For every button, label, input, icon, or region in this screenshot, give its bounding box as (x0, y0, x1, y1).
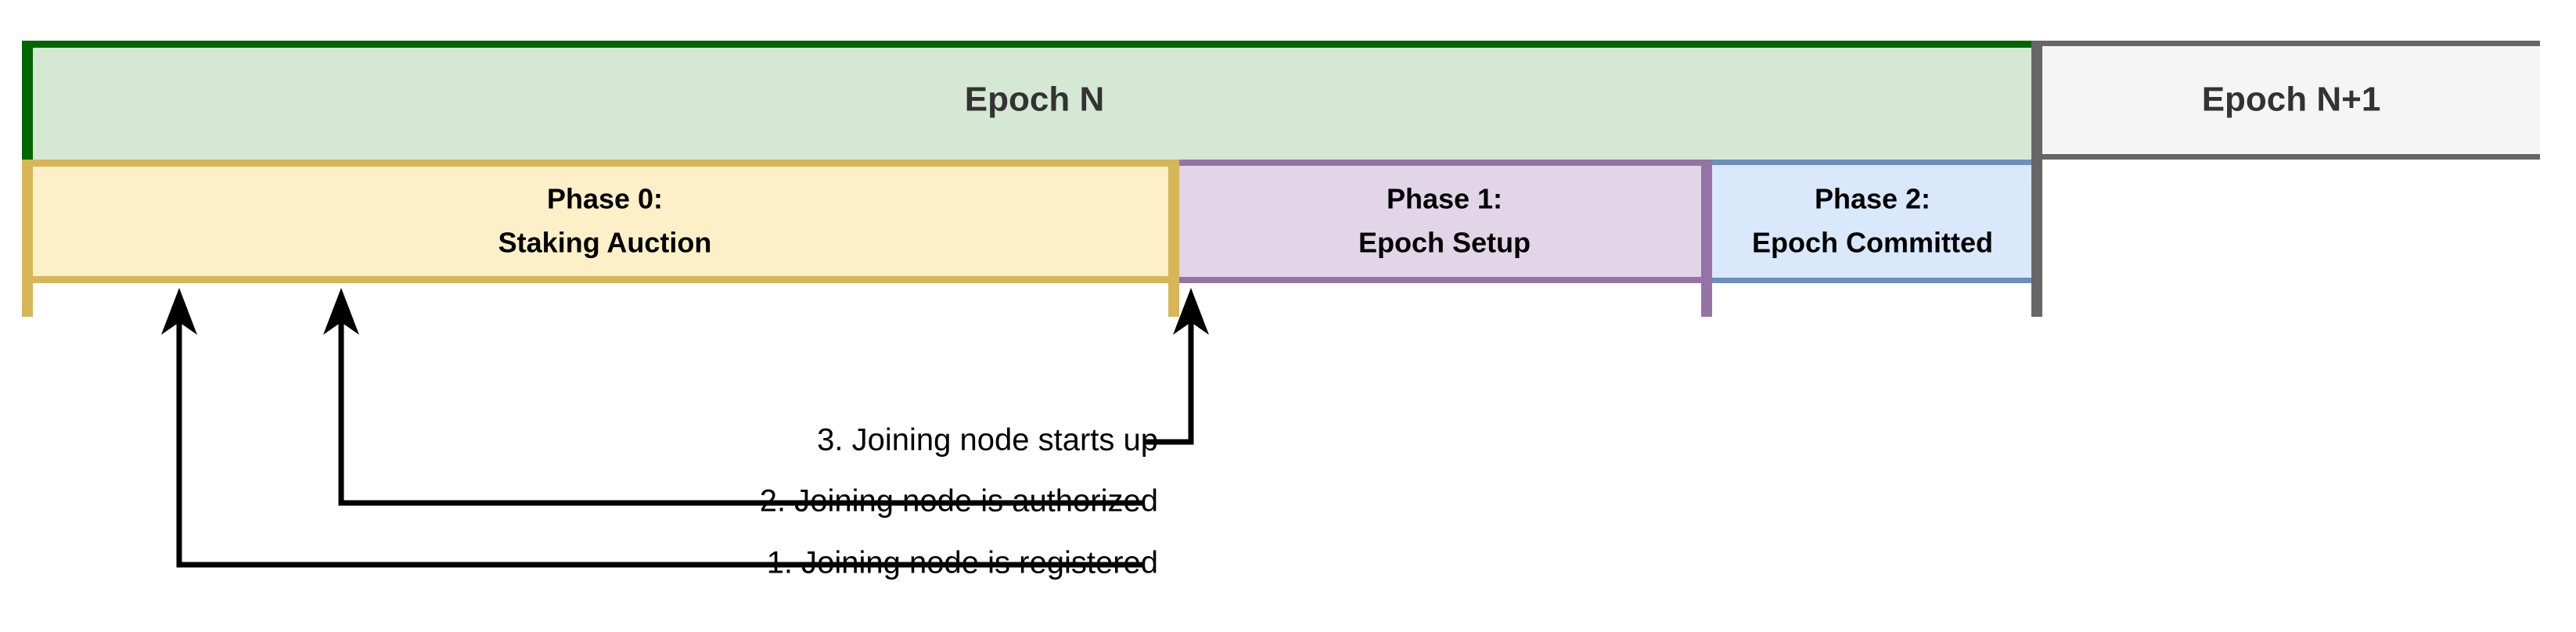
callout-2-arrow-icon (323, 288, 359, 335)
epoch-start-marker (22, 41, 33, 160)
phase-0-label-line1: Phase 0: (547, 183, 663, 215)
callout-2-leader (338, 313, 1144, 506)
callout-1-leader (176, 313, 1144, 568)
epoch-labels: Epoch N Epoch N+1 (965, 81, 2381, 119)
callout-3-label: 3. Joining node starts up (817, 423, 1158, 458)
epoch-boundary-marker (2031, 41, 2042, 317)
phase-row (33, 160, 2034, 283)
callout-3-arrow-icon (1173, 288, 1209, 335)
boundary-markers (22, 41, 2042, 317)
callout-3-leader (1144, 313, 1194, 445)
epoch-row (33, 41, 2540, 160)
epoch-n-top-border (33, 41, 2037, 48)
epoch-n-label: Epoch N (965, 81, 1104, 119)
phase-0-box (33, 160, 1178, 283)
epoch-n-box (33, 41, 2037, 160)
epoch-n-plus-1-top-border (2042, 41, 2540, 46)
phase-0-bottom-border (33, 276, 1178, 283)
phase-1-end-marker (1701, 160, 1712, 317)
phase-0-end-marker (1168, 160, 1179, 317)
callout-1-group: 1. Joining node is registered (161, 288, 1158, 580)
phase-2-label-line2: Epoch Committed (1752, 227, 1993, 259)
epoch-n-plus-1-box (2042, 41, 2540, 160)
callout-3-group: 3. Joining node starts up (817, 288, 1209, 458)
phase-labels: Phase 0: Staking Auction Phase 1: Epoch … (498, 183, 1993, 259)
callout-1-label: 1. Joining node is registered (767, 546, 1158, 580)
phase-2-bottom-border (1712, 278, 2034, 283)
callout-1-arrow-icon (161, 288, 197, 335)
callout-2-label: 2. Joining node is authorized (760, 484, 1158, 519)
phase-1-label-line2: Epoch Setup (1358, 227, 1531, 259)
phase-1-bottom-border (1179, 277, 1710, 283)
phase-2-box (1712, 160, 2034, 283)
phase-0-start-marker (22, 160, 33, 317)
phase-0-top-border (33, 160, 1178, 167)
phase-1-box (1179, 160, 1710, 283)
phase-2-label-line1: Phase 2: (1815, 183, 1930, 215)
phase-1-top-border (1179, 160, 1710, 166)
callout-2-group: 2. Joining node is authorized (323, 288, 1158, 519)
phase-1-label-line1: Phase 1: (1387, 183, 1502, 215)
epoch-n-plus-1-bottom-border (2042, 154, 2540, 160)
phase-2-top-border (1712, 160, 2034, 165)
phase-0-label-line2: Staking Auction (498, 227, 712, 259)
epoch-n-plus-1-label: Epoch N+1 (2202, 81, 2381, 119)
